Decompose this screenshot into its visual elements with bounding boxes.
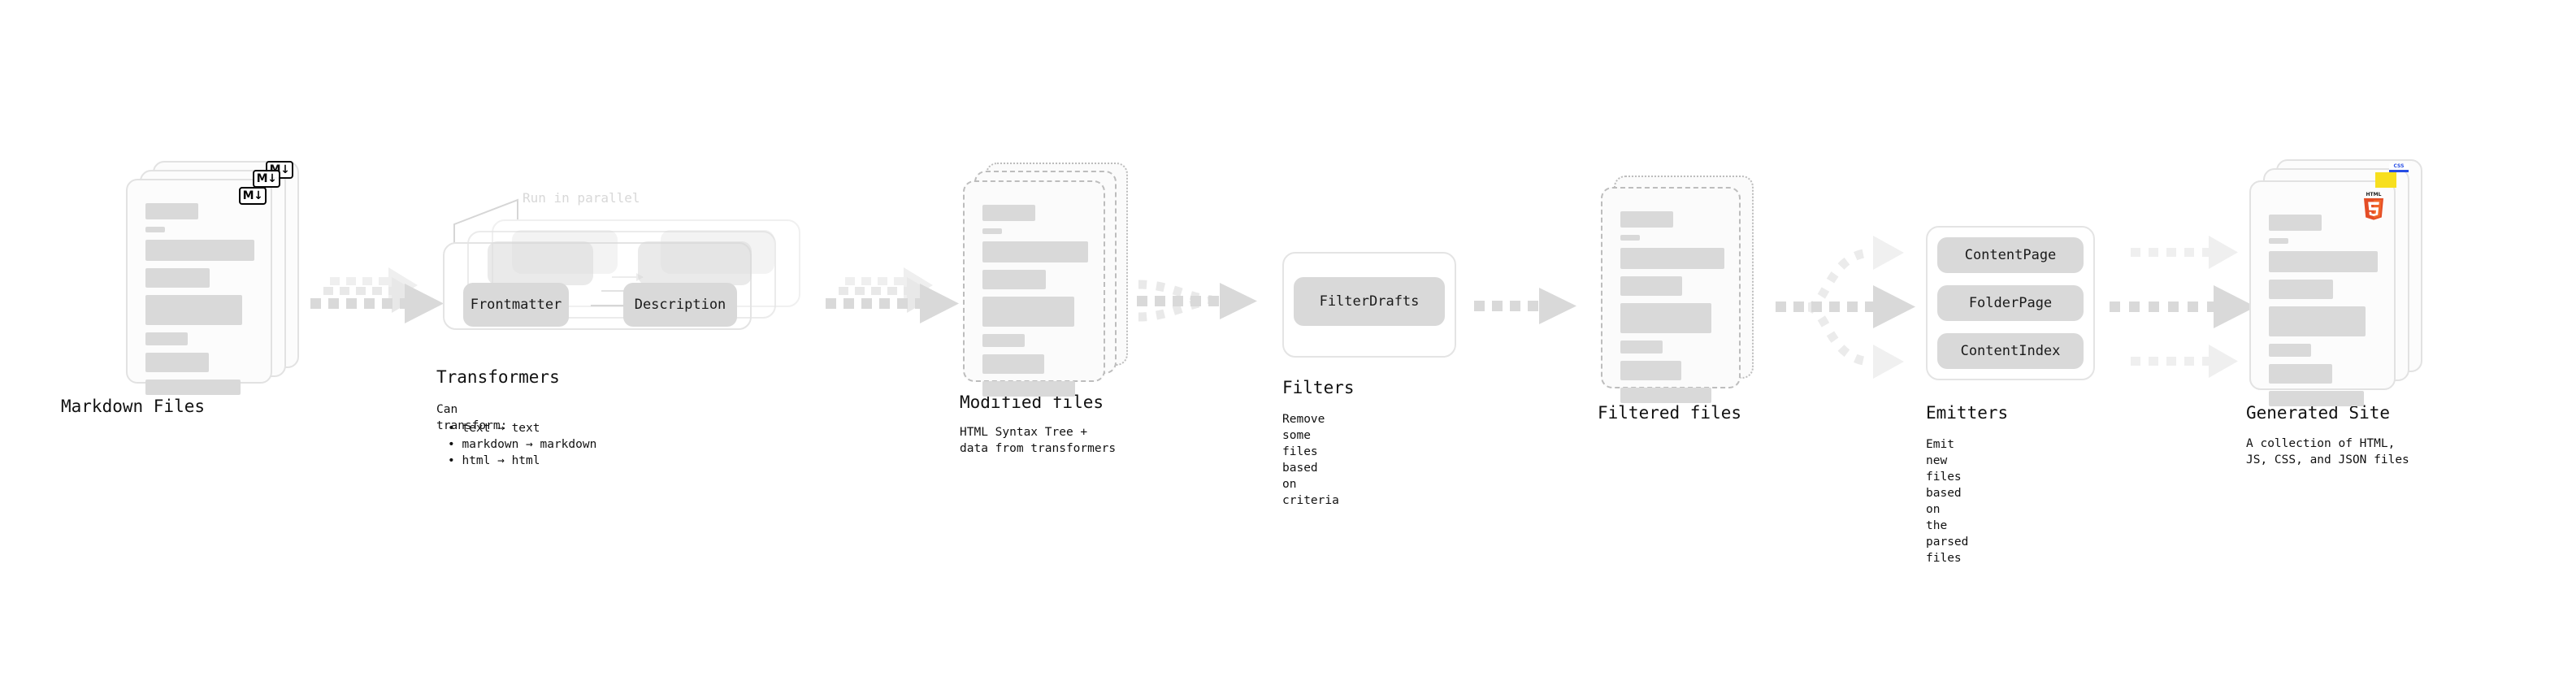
content-line <box>982 270 1046 289</box>
stage-title-generated-site: Generated Site <box>2246 403 2391 423</box>
content-line <box>982 297 1074 327</box>
content-line <box>1620 235 1640 241</box>
chip-filterdrafts[interactable]: FilterDrafts <box>1294 277 1445 326</box>
stage-title-markdown-files: Markdown Files <box>61 397 206 416</box>
chip-connector-back <box>612 273 644 281</box>
emitters-subtitle: Emit new files based on the parsed files <box>1926 438 1969 565</box>
content-line <box>982 241 1088 262</box>
content-line <box>1620 361 1681 380</box>
chip-frontmatter-middle <box>488 241 593 285</box>
file-card-front <box>126 179 272 395</box>
filtered-file-stack <box>1601 176 1763 403</box>
content-line <box>982 205 1035 221</box>
content-line <box>982 381 1075 397</box>
arrow-transformers-to-modified <box>822 264 969 340</box>
stage-title-transformers: Transformers <box>436 367 560 387</box>
markdown-icon-middle: M↓ <box>253 170 280 188</box>
content-line <box>145 203 198 219</box>
stage-title-filters: Filters <box>1282 378 1355 397</box>
transformers-subtitle: Can transform: <box>436 403 508 432</box>
content-line <box>1620 388 1711 403</box>
bullet-item: • markdown → markdown <box>448 438 597 451</box>
chip-contentindex[interactable]: ContentIndex <box>1937 333 2084 369</box>
arrow-filters-to-filtered <box>1471 286 1593 330</box>
filters-subtitle: Remove some files based on criteria <box>1282 413 1339 507</box>
file-content-lines <box>2269 215 2378 414</box>
content-line <box>2269 364 2332 384</box>
content-line <box>982 354 1044 374</box>
chip-folderpage[interactable]: FolderPage <box>1937 285 2084 321</box>
svg-text:HTML: HTML <box>2366 192 2382 197</box>
transformer-group-front <box>443 242 752 330</box>
chip-description[interactable]: Description <box>623 283 737 327</box>
content-line <box>145 353 209 372</box>
content-line <box>1620 303 1711 333</box>
stage-generated-site: CSS HTML Generated Site A collection of … <box>2246 159 2424 466</box>
file-content-lines <box>982 205 1088 404</box>
file-content-lines <box>145 203 254 402</box>
markdown-file-stack: M↓ M↓ M↓ <box>126 161 301 395</box>
content-line <box>2269 306 2366 336</box>
generated-site-subtitle: A collection of HTML, JS, CSS, and JSON … <box>2246 437 2409 466</box>
content-line <box>1620 248 1724 269</box>
content-line <box>2269 215 2322 231</box>
content-line <box>145 268 210 288</box>
stage-title-filtered-files: Filtered files <box>1598 403 1742 423</box>
content-line <box>1620 211 1673 228</box>
stage-modified-files: Modified files HTML Syntax Tree + data f… <box>960 163 1138 455</box>
arrow-emitters-to-site <box>2110 226 2264 392</box>
modified-file-stack <box>963 163 1138 397</box>
stage-title-emitters: Emitters <box>1926 403 2009 423</box>
file-content-lines <box>1620 211 1724 410</box>
content-line <box>2269 238 2288 244</box>
arrow-markdown-to-transformers <box>307 264 453 340</box>
chip-description-middle <box>638 241 752 285</box>
content-line <box>2269 280 2333 299</box>
content-line <box>145 240 254 261</box>
bullet-item: • html → html <box>448 454 540 467</box>
chip-contentpage[interactable]: ContentPage <box>1937 237 2084 273</box>
markdown-icon: M↓ <box>239 187 267 205</box>
js-icon <box>2375 172 2396 188</box>
content-line <box>2269 391 2364 406</box>
transformer-group-middle <box>467 231 776 319</box>
html5-icon: HTML <box>2364 192 2383 220</box>
file-card-front <box>963 180 1105 397</box>
content-line <box>2269 251 2378 272</box>
arrow-filtered-to-emitters <box>1776 226 1930 392</box>
bullet-item: • text → text <box>448 422 540 435</box>
file-card-front <box>1601 187 1741 403</box>
transformers-bullets: • text → text • markdown → markdown • ht… <box>448 420 596 469</box>
content-line <box>1620 340 1663 354</box>
content-line <box>982 334 1025 347</box>
content-line <box>145 380 241 395</box>
content-line <box>1620 276 1682 296</box>
content-line <box>2269 344 2311 357</box>
arrow-modified-to-filters <box>1134 262 1272 342</box>
content-line <box>145 295 242 325</box>
css-icon: CSS <box>2389 163 2409 172</box>
content-line <box>145 332 188 345</box>
content-line <box>982 228 1002 234</box>
generated-site-file-stack: CSS HTML <box>2249 159 2424 406</box>
content-line <box>145 227 165 232</box>
stage-filtered-files: Filtered files <box>1598 176 1763 423</box>
modified-files-subtitle: HTML Syntax Tree + data from transformer… <box>960 426 1117 455</box>
parallel-brace <box>453 198 518 244</box>
chip-frontmatter[interactable]: Frontmatter <box>463 283 569 327</box>
stage-markdown-files: M↓ M↓ M↓ Markdown Files <box>61 161 301 416</box>
run-in-parallel-label: Run in parallel <box>523 190 640 206</box>
